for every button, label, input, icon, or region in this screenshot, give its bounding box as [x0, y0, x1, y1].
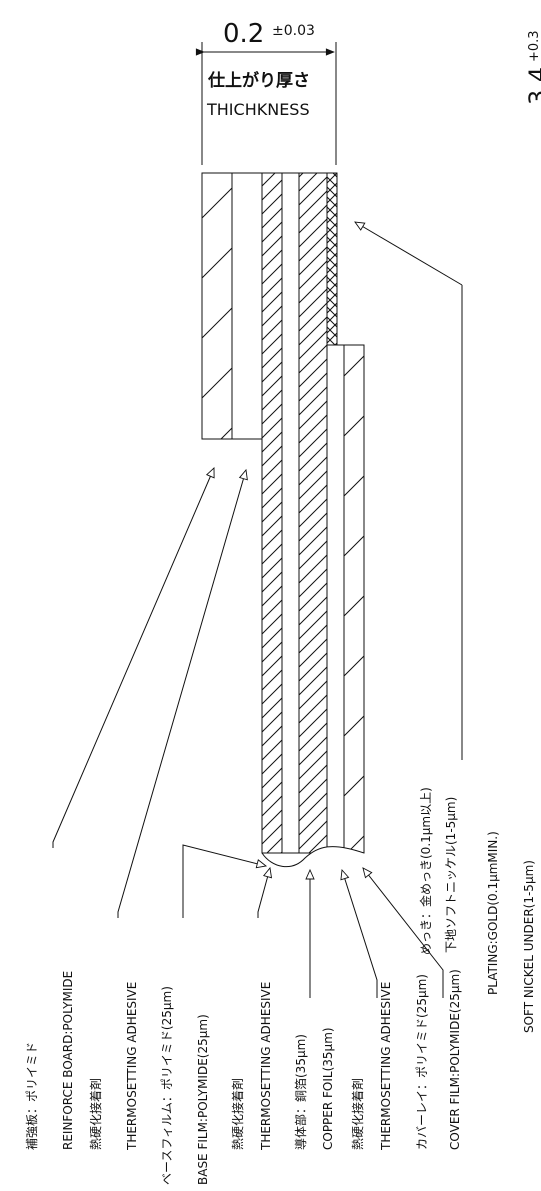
layer-leaders	[52, 466, 444, 998]
label-adhesive-3-en: THERMOSETTING ADHESIVE	[379, 982, 393, 1151]
adhesive-layer-2	[281, 172, 300, 854]
leader-cover-film	[362, 867, 444, 998]
break-mask	[262, 846, 364, 885]
nickel-label-jp: 下地ソフトニッケル(1-5μm)	[444, 797, 458, 953]
plating-leader-arrow	[354, 221, 463, 286]
layer-labels: 補強板：ポリイミド REINFORCE BOARD:POLYMIDE 熱硬化接着…	[25, 969, 462, 1185]
plating-label-jp: めっき：金めっき(0.1μm以上)	[418, 787, 433, 955]
leader-adhesive-2	[257, 866, 273, 918]
label-adhesive-1-jp: 熱硬化接着剤	[88, 1078, 103, 1150]
copper-foil-layer	[298, 172, 328, 854]
cover-film-layer	[343, 344, 365, 854]
label-reinforce-jp: 補強板：ポリイミド	[25, 1042, 39, 1150]
thickness-value: 0.2	[223, 19, 264, 49]
adhesive-layer-1	[231, 172, 263, 440]
label-conductor-jp: 導体部：銅箔(35μm)	[293, 1034, 308, 1150]
leader-base-film	[182, 844, 268, 918]
gold-plating-layer	[326, 172, 338, 362]
label-conductor-en: COPPER FOIL(35μm)	[321, 1027, 335, 1150]
label-reinforce-en: REINFORCE BOARD:POLYMIDE	[61, 971, 75, 1150]
layer-stack	[201, 172, 365, 885]
plating-callout	[354, 221, 463, 760]
thickness-dimension: 0.2 ±0.03 仕上がり厚さ THICHKNESS	[195, 19, 337, 165]
label-adhesive-3-jp: 熱硬化接着剤	[350, 1078, 365, 1150]
plating-labels: めっき：金めっき(0.1μm以上) 下地ソフトニッケル(1-5μm) PLATI…	[418, 787, 536, 1033]
adhesive-layer-3	[326, 344, 345, 854]
break-line	[261, 846, 365, 868]
label-adhesive-2-jp: 熱硬化接着剤	[230, 1078, 245, 1150]
thickness-label-jp: 仕上がり厚さ	[207, 70, 310, 91]
leader-reinforce	[52, 466, 215, 848]
plating-label-en: PLATING:GOLD(0.1μmMIN.)	[486, 831, 500, 995]
right-dimension: 3.4 +0.3	[524, 30, 541, 105]
right-dimension-tolerance: +0.3	[527, 30, 541, 62]
label-cover-en: COVER FILM:POLYMIDE(25μm)	[448, 969, 462, 1150]
thickness-label-en: THICHKNESS	[206, 100, 310, 119]
reinforce-board-layer	[201, 172, 233, 440]
nickel-label-en: SOFT NICKEL UNDER(1-5μm)	[522, 860, 536, 1033]
leader-adhesive-3	[340, 868, 378, 998]
label-adhesive-1-en: THERMOSETTING ADHESIVE	[125, 982, 139, 1151]
label-base-jp: ベースフィルム：ポリイミド(25μm)	[160, 986, 174, 1185]
leader-adhesive-1	[117, 468, 248, 918]
label-cover-jp: カバーレイ：ポリイミド(25μm)	[415, 974, 429, 1150]
base-film-layer	[261, 172, 283, 854]
right-dimension-value: 3.4	[524, 67, 541, 105]
thickness-tolerance: ±0.03	[272, 23, 315, 39]
label-adhesive-2-en: THERMOSETTING ADHESIVE	[259, 982, 273, 1151]
label-base-en: BASE FILM:POLYMIDE(25μm)	[196, 1014, 210, 1185]
